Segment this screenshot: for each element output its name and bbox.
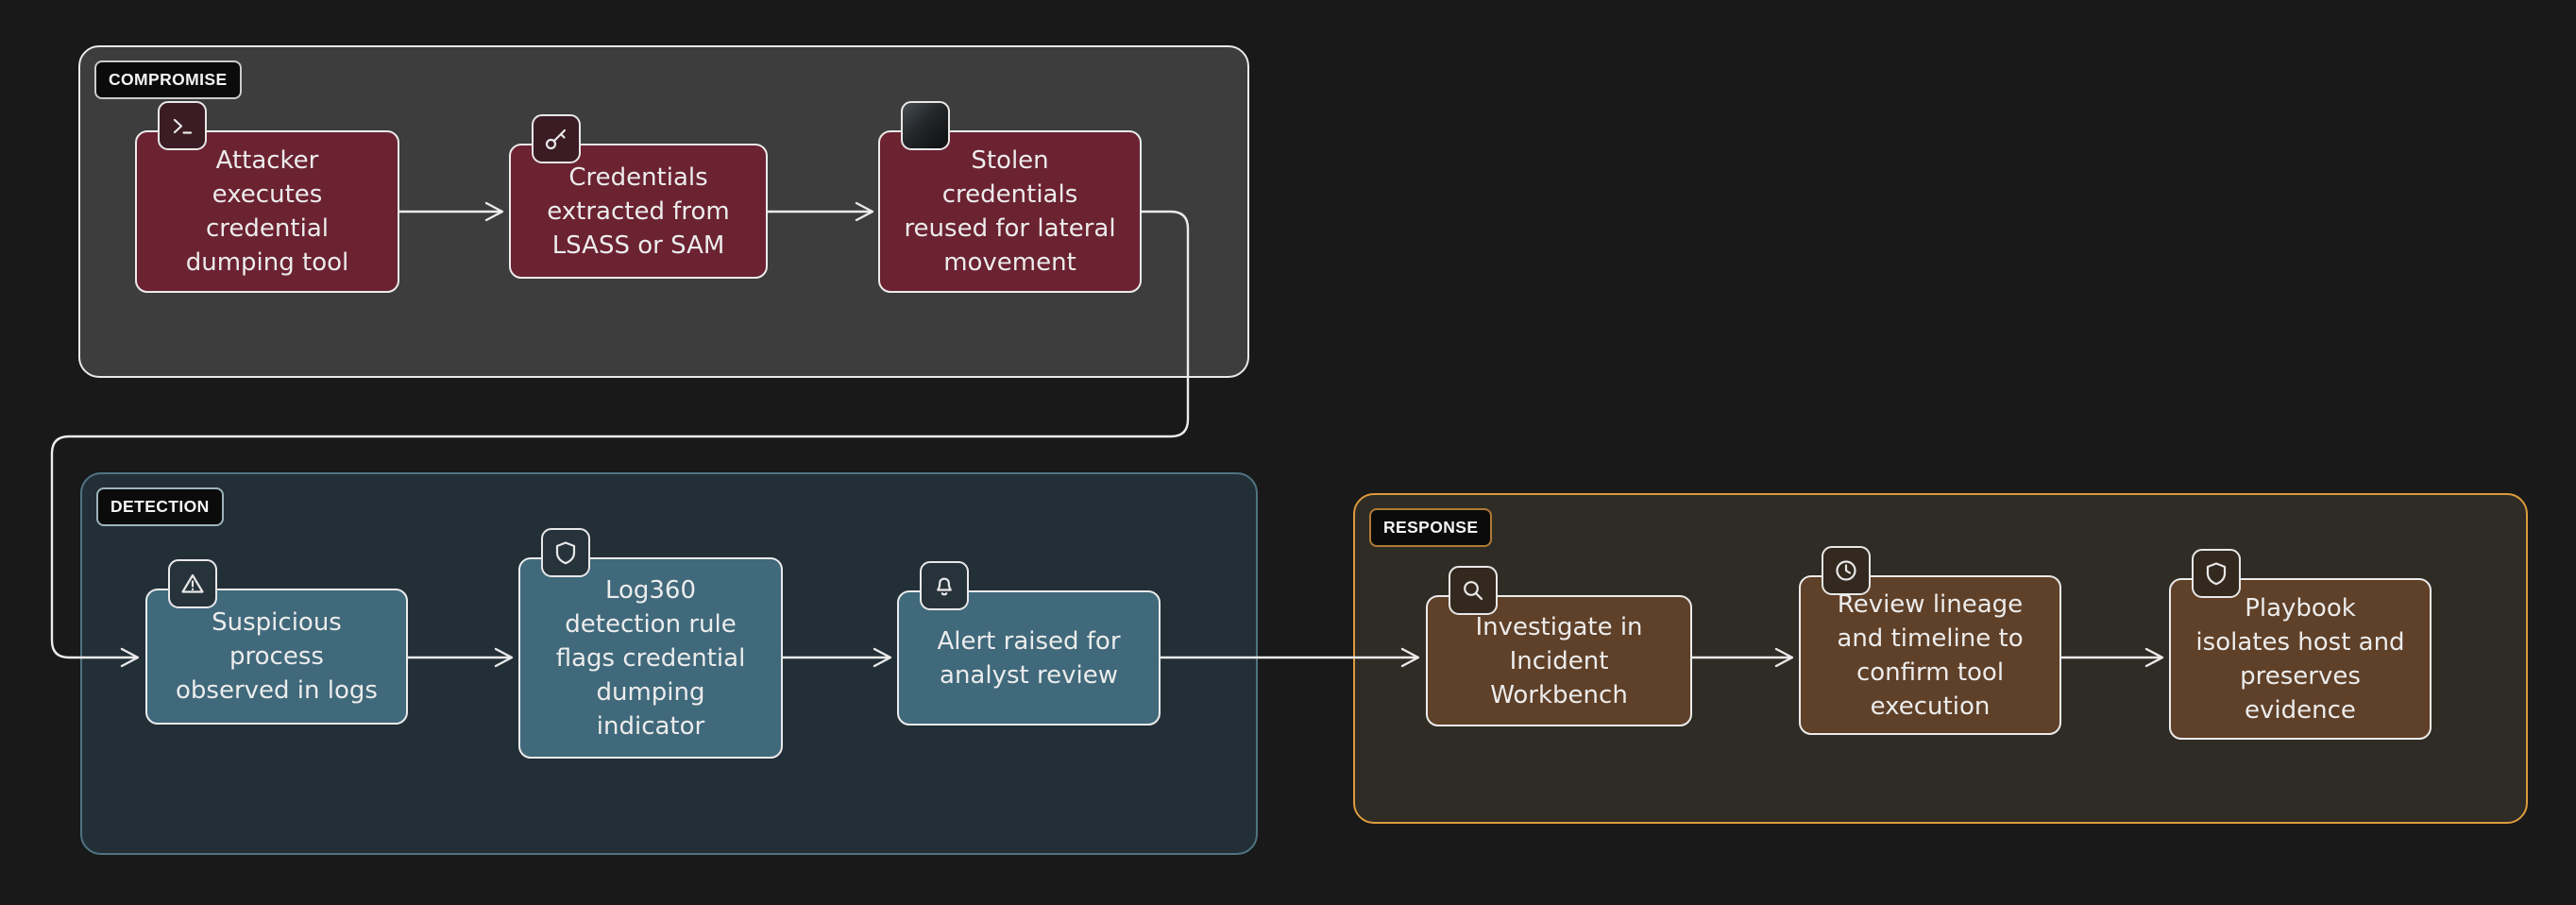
- node-text: Alert raised for analyst review: [937, 626, 1121, 690]
- node-attacker-executes: Attacker executes credential dumping too…: [135, 101, 399, 293]
- node-text: Stolen credentials reused for lateral mo…: [904, 146, 1116, 277]
- node-text: Credentials extracted from LSASS or SAM: [547, 162, 730, 260]
- group-label-response: RESPONSE: [1369, 508, 1493, 547]
- node-investigate-workbench: Investigate in Incident Workbench: [1426, 566, 1692, 726]
- clock-icon: [1822, 546, 1871, 595]
- magnifier-icon: [1449, 566, 1498, 615]
- dark-square-icon: [901, 101, 950, 150]
- node-text: Log360 detection rule flags credential d…: [555, 575, 746, 741]
- key-icon: [532, 114, 581, 163]
- node-alert-raised: Alert raised for analyst review: [897, 561, 1161, 726]
- group-label-detection: DETECTION: [96, 487, 224, 526]
- shield-icon: [541, 528, 590, 577]
- terminal-icon: [158, 101, 207, 150]
- bell-icon: [920, 561, 969, 610]
- node-text: Suspicious process observed in logs: [176, 608, 378, 705]
- node-text: Playbook isolates host and preserves evi…: [2195, 593, 2405, 725]
- node-credentials-extracted: Credentials extracted from LSASS or SAM: [509, 114, 768, 279]
- warning-icon: [168, 559, 217, 608]
- node-stolen-credentials: Stolen credentials reused for lateral mo…: [878, 101, 1142, 293]
- node-suspicious-process: Suspicious process observed in logs: [145, 559, 408, 725]
- node-log360-rule: Log360 detection rule flags credential d…: [518, 528, 783, 759]
- node-text: Attacker executes credential dumping too…: [185, 146, 349, 277]
- node-text: Investigate in Incident Workbench: [1475, 612, 1643, 709]
- node-text: Review lineage and timeline to confirm t…: [1837, 589, 2024, 721]
- node-review-lineage: Review lineage and timeline to confirm t…: [1799, 546, 2061, 735]
- node-playbook-isolates: Playbook isolates host and preserves evi…: [2169, 549, 2432, 740]
- group-label-compromise: COMPROMISE: [94, 60, 242, 99]
- shield-icon: [2192, 549, 2241, 598]
